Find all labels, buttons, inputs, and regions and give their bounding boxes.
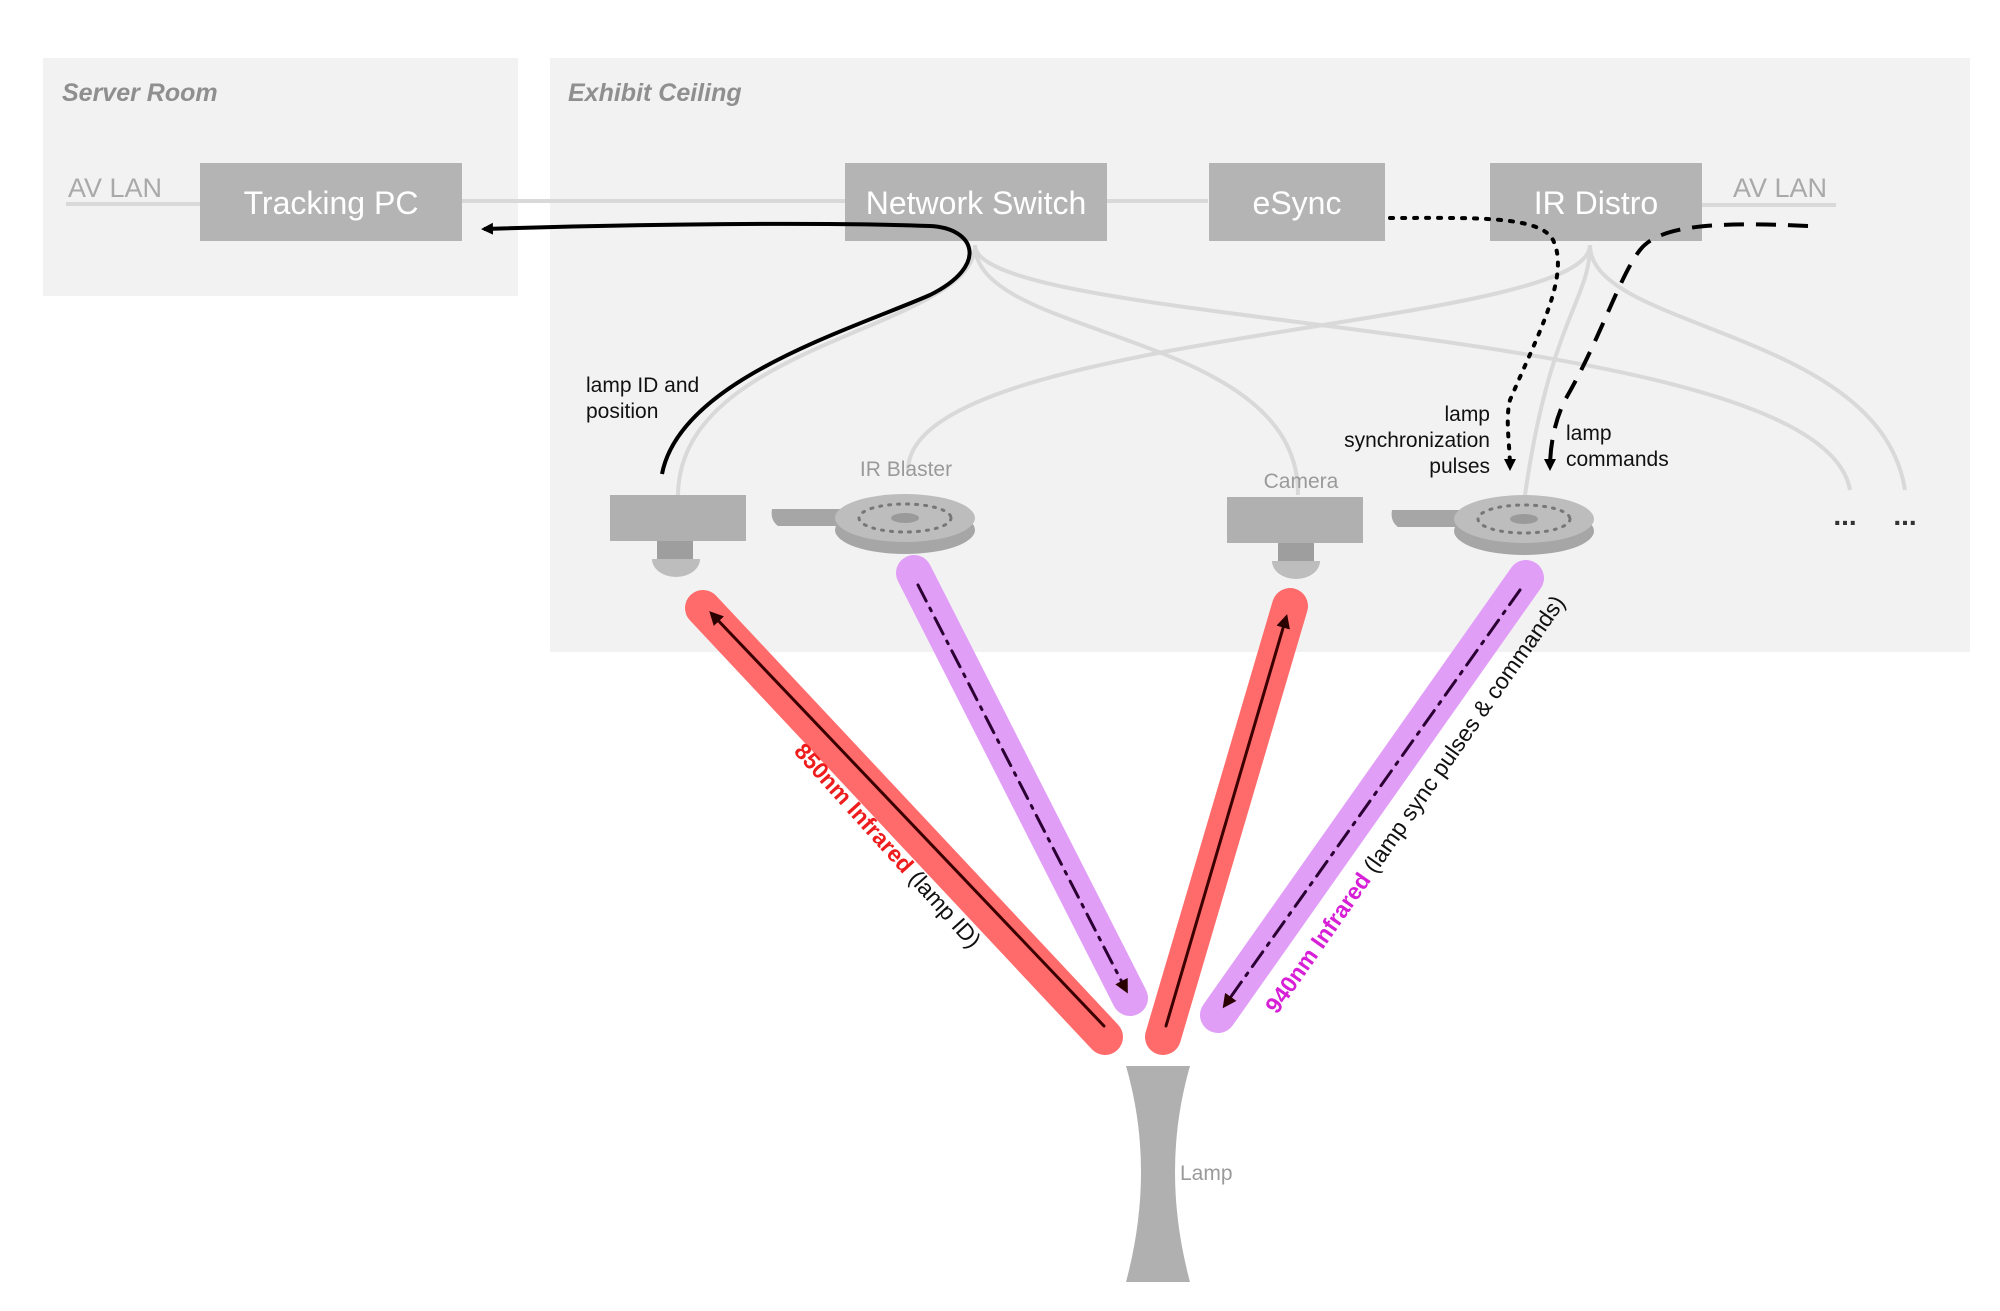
network-switch-label: Network Switch — [866, 185, 1087, 221]
ir-blaster-2 — [1391, 495, 1594, 555]
commands-note-1: lamp — [1566, 422, 1612, 445]
camera-label: Camera — [1264, 470, 1339, 493]
lan-backbone — [66, 199, 1836, 207]
ir-blaster-label: IR Blaster — [860, 458, 952, 481]
lamp-id-arrow — [481, 221, 972, 475]
network-switch-box[interactable]: Network Switch — [845, 163, 1107, 241]
lamp-id-note-2: position — [586, 400, 658, 423]
ir-distro-box[interactable]: IR Distro — [1490, 163, 1702, 241]
tracking-pc-box[interactable]: Tracking PC — [200, 163, 462, 241]
sync-note-1: lamp — [1444, 403, 1490, 426]
ir940-beams — [896, 555, 1544, 1033]
av-lan-left-label: AV LAN — [68, 173, 162, 203]
lamp: Lamp — [1126, 1066, 1233, 1282]
sync-note-3: pulses — [1429, 455, 1490, 478]
ir-distro-label: IR Distro — [1534, 185, 1658, 221]
ir850-label: 850nm Infrared (lamp ID) — [789, 738, 986, 953]
camera-1 — [610, 495, 746, 577]
lamp-label: Lamp — [1180, 1162, 1233, 1185]
av-lan-right-label: AV LAN — [1733, 173, 1827, 203]
exhibit-ceiling-title: Exhibit Ceiling — [568, 79, 742, 107]
sync-note-2: synchronization — [1344, 429, 1490, 452]
ir850-beams — [685, 588, 1308, 1055]
lamp-id-note-1: lamp ID and — [586, 374, 699, 397]
commands-note-2: commands — [1566, 448, 1669, 471]
more-devices-2: ... — [1893, 500, 1916, 531]
esync-box[interactable]: eSync — [1209, 163, 1385, 241]
sync-pulses-arrow — [1388, 215, 1560, 471]
tracking-pc-label: Tracking PC — [244, 185, 419, 221]
ir-blaster-1: IR Blaster — [771, 458, 975, 554]
esync-label: eSync — [1253, 185, 1342, 221]
server-room-title: Server Room — [62, 79, 218, 107]
camera-2: Camera — [1227, 470, 1363, 579]
more-devices-1: ... — [1833, 500, 1856, 531]
ir940-label: 940nm Infrared (lamp sync pulses & comma… — [1260, 590, 1570, 1017]
exhibit-ceiling-panel: Exhibit Ceiling — [550, 58, 1970, 652]
lamp-commands-arrow — [1544, 222, 1809, 471]
